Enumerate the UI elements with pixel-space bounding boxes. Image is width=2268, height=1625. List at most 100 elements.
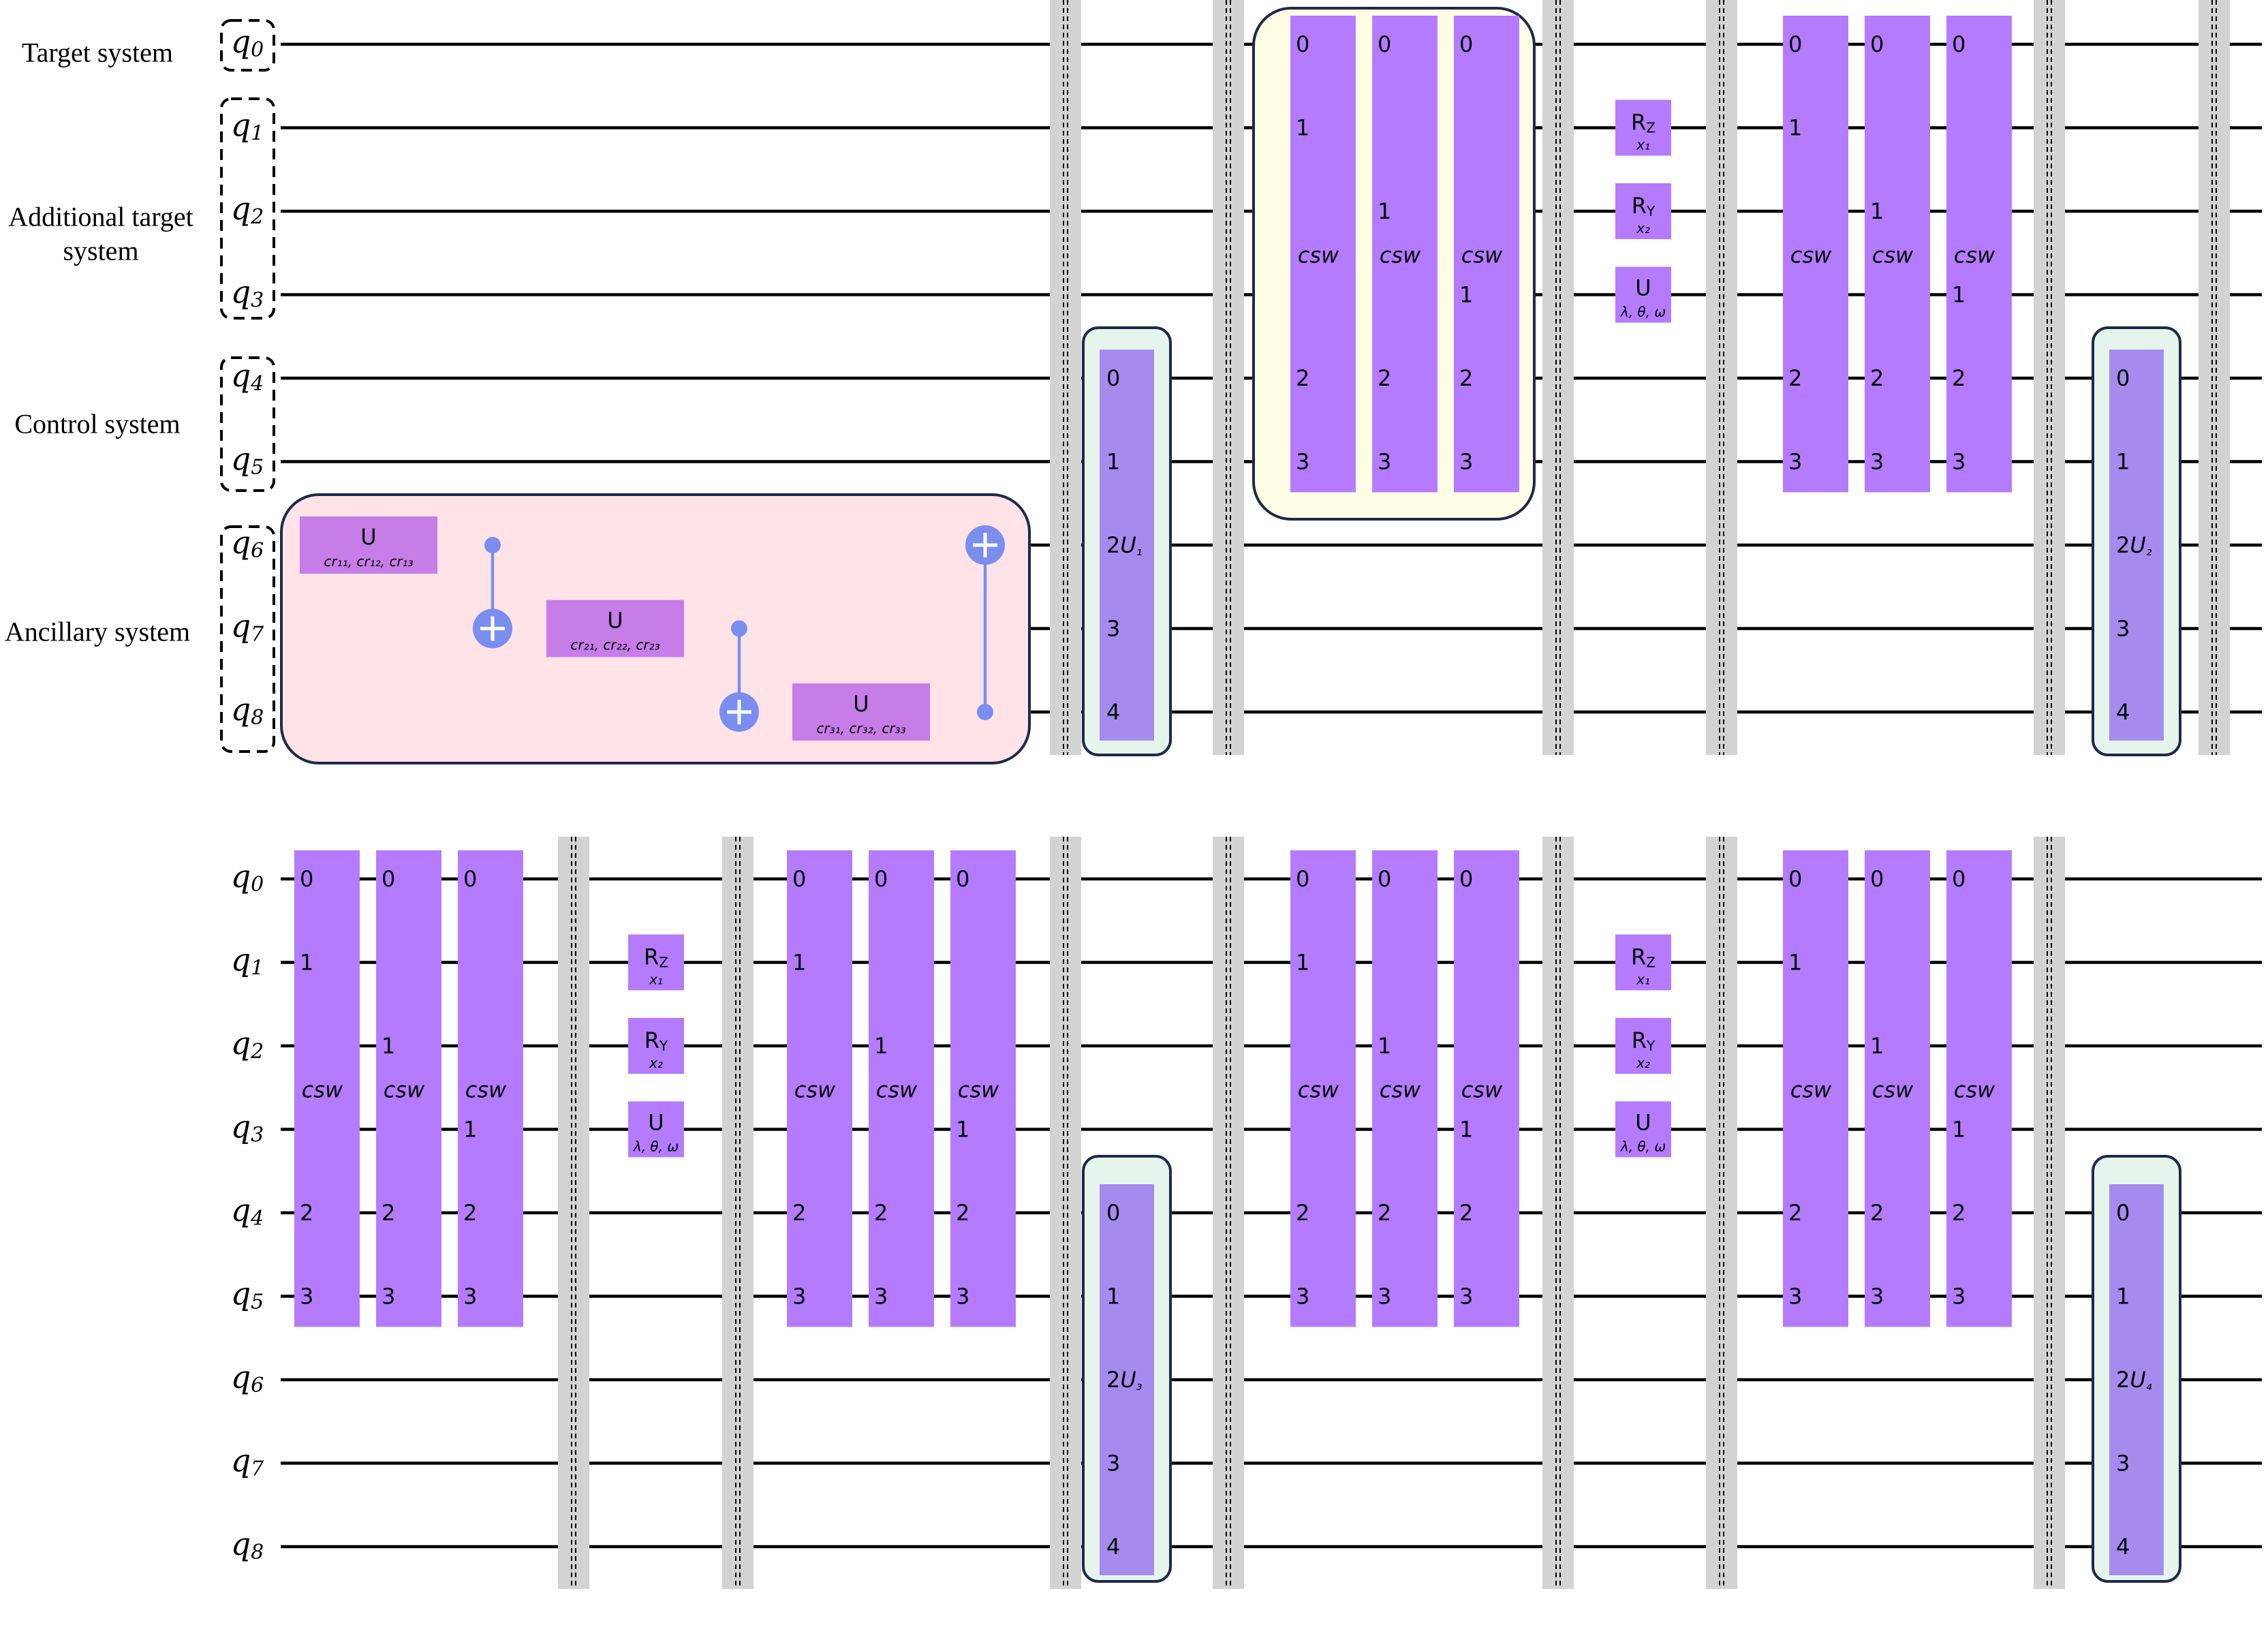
csw-pin-label: 3 bbox=[792, 1284, 806, 1310]
csw-pin-label: 0 bbox=[956, 866, 969, 892]
csw-pin-label: 2 bbox=[1952, 365, 1966, 391]
csw-gate-body bbox=[1865, 850, 1930, 1327]
csw-gate-label: csw bbox=[1790, 1077, 1832, 1103]
csw-pin-label: 0 bbox=[1296, 866, 1309, 892]
target-group-box bbox=[220, 19, 275, 72]
csw-gate-body bbox=[376, 850, 441, 1327]
u-gate-params: λ, θ, ω bbox=[633, 1139, 679, 1155]
csw-gate-label: csw bbox=[958, 1077, 999, 1103]
csw-pin-label: 3 bbox=[300, 1284, 313, 1310]
csw-gate-label: csw bbox=[794, 1077, 836, 1103]
csw-gate-body bbox=[950, 850, 1016, 1327]
qubit-label: q5 bbox=[231, 1275, 264, 1314]
csw-pin-label: 0 bbox=[382, 866, 395, 892]
csw-pin-label: 1 bbox=[382, 1033, 395, 1059]
csw-pin-label: 3 bbox=[463, 1284, 477, 1310]
additional-target-group-box bbox=[220, 97, 275, 320]
csw-gate-body bbox=[458, 850, 523, 1327]
qubit-label: q8 bbox=[231, 691, 264, 730]
csw-gate-label: csw bbox=[1298, 243, 1339, 268]
rz-param: x₁ bbox=[1636, 972, 1650, 988]
u-gate-params: cr₃₁, cr₃₂, cr₃₃ bbox=[816, 720, 905, 737]
barrier bbox=[1542, 0, 1574, 755]
barrier bbox=[2034, 837, 2065, 1589]
wires bbox=[281, 42, 2262, 1549]
barrier bbox=[1542, 837, 1574, 1589]
csw-pin-label: 0 bbox=[1870, 31, 1884, 57]
csw-pin-label: 2 bbox=[300, 1200, 313, 1226]
unitary-pin-label: 0 bbox=[1106, 365, 1120, 391]
unitary-gate-label: 2U₂ bbox=[2116, 532, 2152, 559]
csw-gate-label: csw bbox=[1461, 1077, 1503, 1103]
unitary-pin-label: 4 bbox=[1106, 699, 1120, 725]
csw-gate: 0 1 2 3 csw bbox=[787, 850, 852, 1327]
barrier-band bbox=[1542, 0, 1574, 755]
qubit-label: q3 bbox=[231, 1109, 264, 1147]
qubit-label: q7 bbox=[231, 1442, 264, 1481]
barrier-band bbox=[1542, 837, 1574, 1589]
csw-gate-body bbox=[294, 850, 360, 1327]
csw-pin-label: 1 bbox=[1870, 198, 1884, 224]
unitary-pin-label: 0 bbox=[1106, 1200, 1120, 1226]
csw-gate-label: csw bbox=[1954, 1077, 1995, 1103]
csw-gate-label: csw bbox=[876, 1077, 918, 1103]
unitary-pin-label: 1 bbox=[2116, 1284, 2130, 1310]
csw-pin-label: 0 bbox=[1459, 31, 1473, 57]
csw-pin-label: 1 bbox=[1952, 1117, 1966, 1143]
csw-pin-label: 3 bbox=[1788, 449, 1802, 475]
csw-pin-label: 1 bbox=[1870, 1033, 1884, 1059]
csw-pin-label: 3 bbox=[1870, 1284, 1884, 1310]
u-gate-body bbox=[300, 516, 437, 574]
barrier bbox=[558, 837, 589, 1589]
ry-param: x₂ bbox=[649, 1055, 663, 1071]
unitary-pin-label: 3 bbox=[1106, 1451, 1120, 1476]
csw-pin-label: 0 bbox=[874, 866, 888, 892]
csw-pin-label: 1 bbox=[1788, 950, 1802, 976]
group-label-ancillary: Ancillary system bbox=[5, 617, 190, 647]
u-gate bbox=[1615, 266, 1671, 323]
barriers bbox=[558, 0, 2230, 1589]
csw-pin-label: 3 bbox=[1296, 449, 1309, 475]
csw-pin-label: 2 bbox=[792, 1200, 806, 1226]
cnot-control bbox=[731, 620, 747, 637]
csw-pin-label: 2 bbox=[1378, 365, 1391, 391]
csw-pin-label: 0 bbox=[1788, 31, 1802, 57]
csw-gate-body bbox=[1372, 16, 1438, 493]
csw-pin-label: 1 bbox=[463, 1117, 477, 1143]
csw-pin-label: 3 bbox=[956, 1284, 969, 1310]
csw-pin-label: 1 bbox=[792, 950, 806, 976]
csw-pin-label: 1 bbox=[1378, 198, 1391, 224]
csw-pin-label: 0 bbox=[1952, 31, 1966, 57]
csw-pin-label: 0 bbox=[792, 866, 806, 892]
csw-pin-label: 0 bbox=[1459, 866, 1473, 892]
csw-gate-body bbox=[1783, 16, 1848, 493]
csw-pin-label: 2 bbox=[1459, 1200, 1473, 1226]
group-label-control: Control system bbox=[14, 409, 180, 439]
csw-pin-label: 3 bbox=[1952, 1284, 1966, 1310]
unitary-gate-body bbox=[2109, 1184, 2164, 1575]
csw-gate-label: csw bbox=[1872, 243, 1914, 268]
ry-param: x₂ bbox=[1636, 220, 1650, 236]
group-label-target: Target system bbox=[22, 37, 173, 68]
csw-pin-label: 3 bbox=[1870, 449, 1884, 475]
csw-pin-label: 2 bbox=[956, 1200, 969, 1226]
ry-gate bbox=[1615, 183, 1671, 239]
csw-pin-label: 2 bbox=[1952, 1200, 1966, 1226]
barrier-band bbox=[1706, 837, 1737, 1589]
qubit-label: q2 bbox=[231, 190, 264, 229]
csw-gate-label: csw bbox=[1380, 243, 1421, 268]
qubit-label: q0 bbox=[231, 23, 264, 62]
rz-param: x₁ bbox=[649, 972, 663, 988]
unitary-pin-label: 3 bbox=[2116, 1451, 2130, 1476]
